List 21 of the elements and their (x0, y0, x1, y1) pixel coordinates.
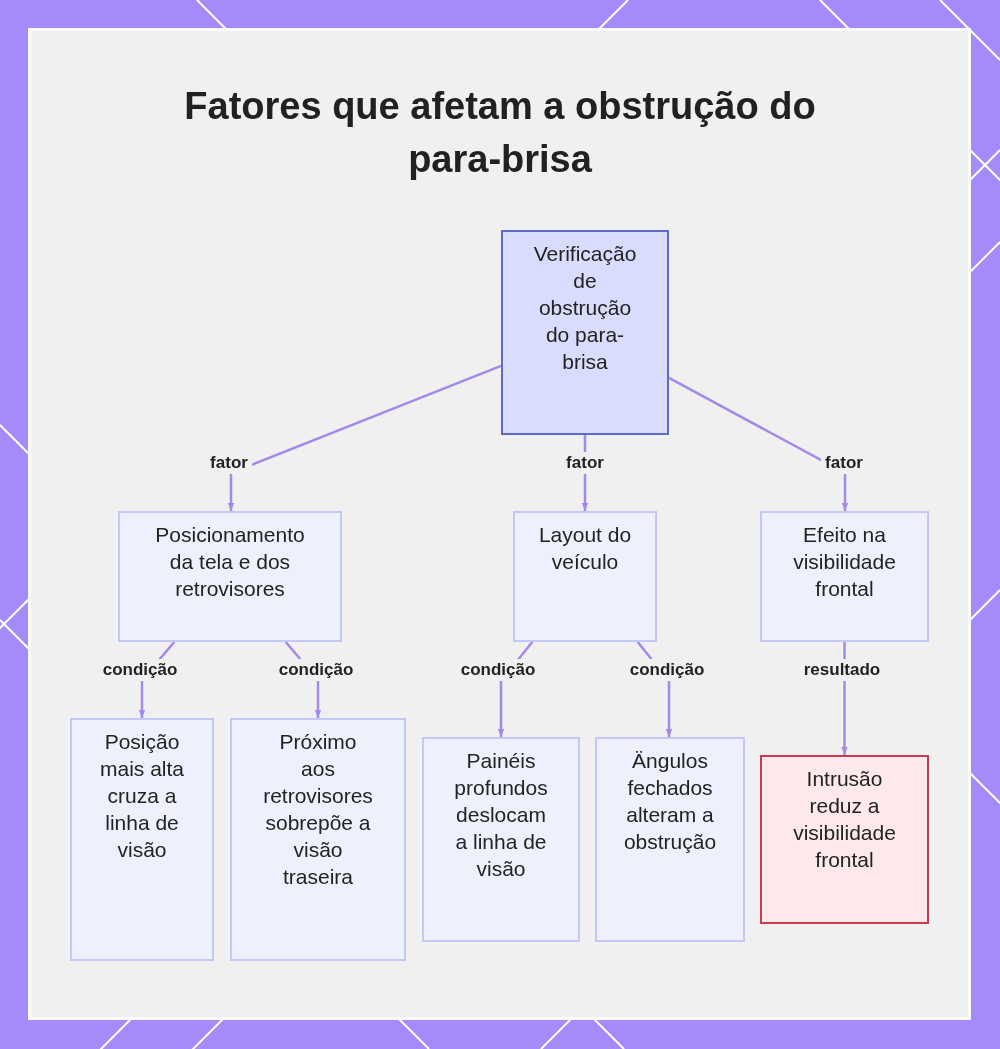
node-text: Efeito na visibilidade frontal (792, 522, 897, 602)
node-text: Intrusão reduz a visibilidade frontal (792, 766, 897, 873)
process-box (230, 718, 406, 961)
result-box (760, 755, 929, 924)
process-box (118, 511, 342, 642)
process-box (70, 718, 214, 961)
topic-box (501, 230, 669, 435)
connector-arrow (668, 376, 849, 511)
diagram-title: Fatores que afetam a obstrução do para-brisa (183, 84, 817, 182)
node-text: Posicionamento da tela e dos retrovisores (154, 522, 306, 602)
process-box (760, 511, 929, 642)
node-text: Próximo aos retrovisores sobrepõe a visão traseira (262, 729, 374, 890)
process-box (595, 737, 745, 942)
connector-arrow (227, 364, 502, 511)
node-text: Posição mais alta cruza a linha de visão (99, 729, 185, 863)
process-box (513, 511, 657, 642)
node-text: Layout do veículo (537, 522, 633, 575)
process-box (422, 737, 580, 942)
node-text: Verificação de obstrução do para-brisa (532, 241, 638, 375)
node-text: Ängulos fechados alteram a obstrução (622, 748, 718, 855)
node-text: Painéis profundos deslocam a linha de visão (453, 748, 549, 882)
